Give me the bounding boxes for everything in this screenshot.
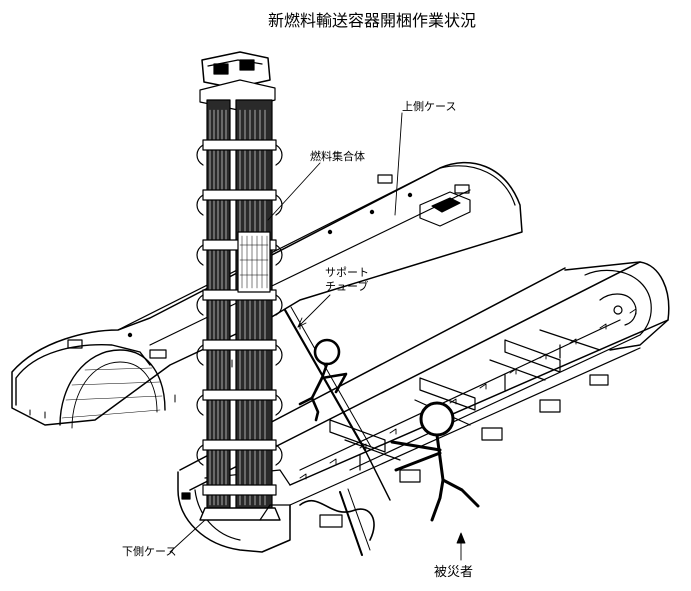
upper-case-label: 上側ケース	[402, 100, 457, 113]
worker-figure	[298, 338, 348, 422]
leader-lines	[169, 112, 466, 561]
support-tube-label-line2: チューブ	[325, 280, 369, 293]
victim-figure	[390, 401, 480, 522]
fuel-assembly-tower	[196, 51, 291, 521]
victim-label: 被災者	[434, 565, 474, 580]
lower-case-label: 下側ケース	[122, 545, 177, 558]
lower-case-frame	[177, 261, 670, 556]
support-tube-label: サポート チューブ	[325, 266, 369, 294]
fuel-assembly-label: 燃料集合体	[310, 150, 365, 163]
page-title: 新燃料輸送容器開梱作業状況	[268, 11, 477, 30]
support-tube-label-line1: サポート	[325, 266, 369, 279]
